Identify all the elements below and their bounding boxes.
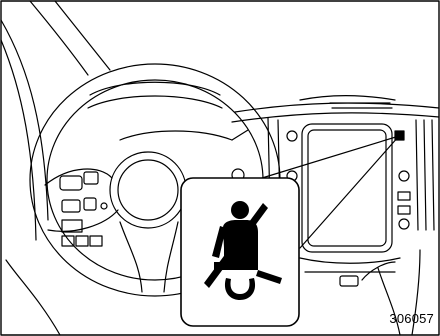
figure-reference-code: 306057 [389,311,434,326]
